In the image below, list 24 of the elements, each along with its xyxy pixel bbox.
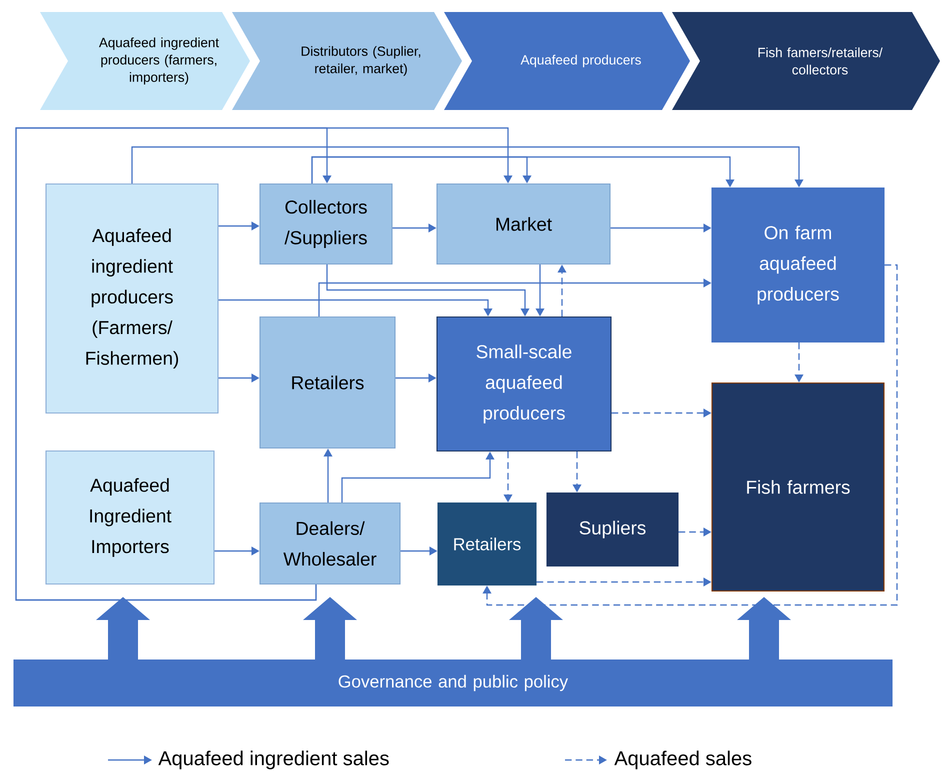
process-box: Supliers bbox=[546, 492, 679, 567]
process-box: On farm aquafeed producers bbox=[711, 187, 885, 343]
process-box: Fish farmers bbox=[711, 382, 885, 592]
legend-entry: Aquafeed sales bbox=[565, 750, 752, 770]
block-arrow bbox=[303, 597, 357, 660]
process-box: Collectors /Suppliers bbox=[259, 183, 393, 265]
process-box: Small-scale aquafeed producers bbox=[436, 316, 612, 452]
stage-banner: Aquafeed ingredient producers (farmers, importers) bbox=[40, 12, 250, 110]
process-box: Retailers bbox=[437, 502, 537, 586]
block-arrow bbox=[509, 597, 563, 660]
stage-banner: Aquafeed producers bbox=[444, 12, 690, 110]
governance-bar: Governance and public policy bbox=[13, 659, 893, 707]
process-box: Retailers bbox=[259, 316, 396, 449]
legend-entry: Aquafeed ingredient sales bbox=[108, 750, 389, 770]
stage-banner: Distributors (Suplier, retailer, market) bbox=[232, 12, 462, 110]
dashed-arrow bbox=[482, 264, 898, 606]
stage-banner: Fish famers/retailers/ collectors bbox=[672, 12, 940, 110]
process-box: Market bbox=[436, 183, 611, 265]
block-arrow bbox=[96, 597, 150, 660]
arrow bbox=[15, 127, 512, 601]
block-arrow bbox=[737, 597, 791, 660]
process-box: Aquafeed Ingredient Importers bbox=[45, 450, 215, 585]
process-box: Aquafeed ingredient producers (Farmers/ Fishermen) bbox=[45, 183, 219, 414]
process-box: Dealers/ Wholesaler bbox=[259, 502, 401, 585]
